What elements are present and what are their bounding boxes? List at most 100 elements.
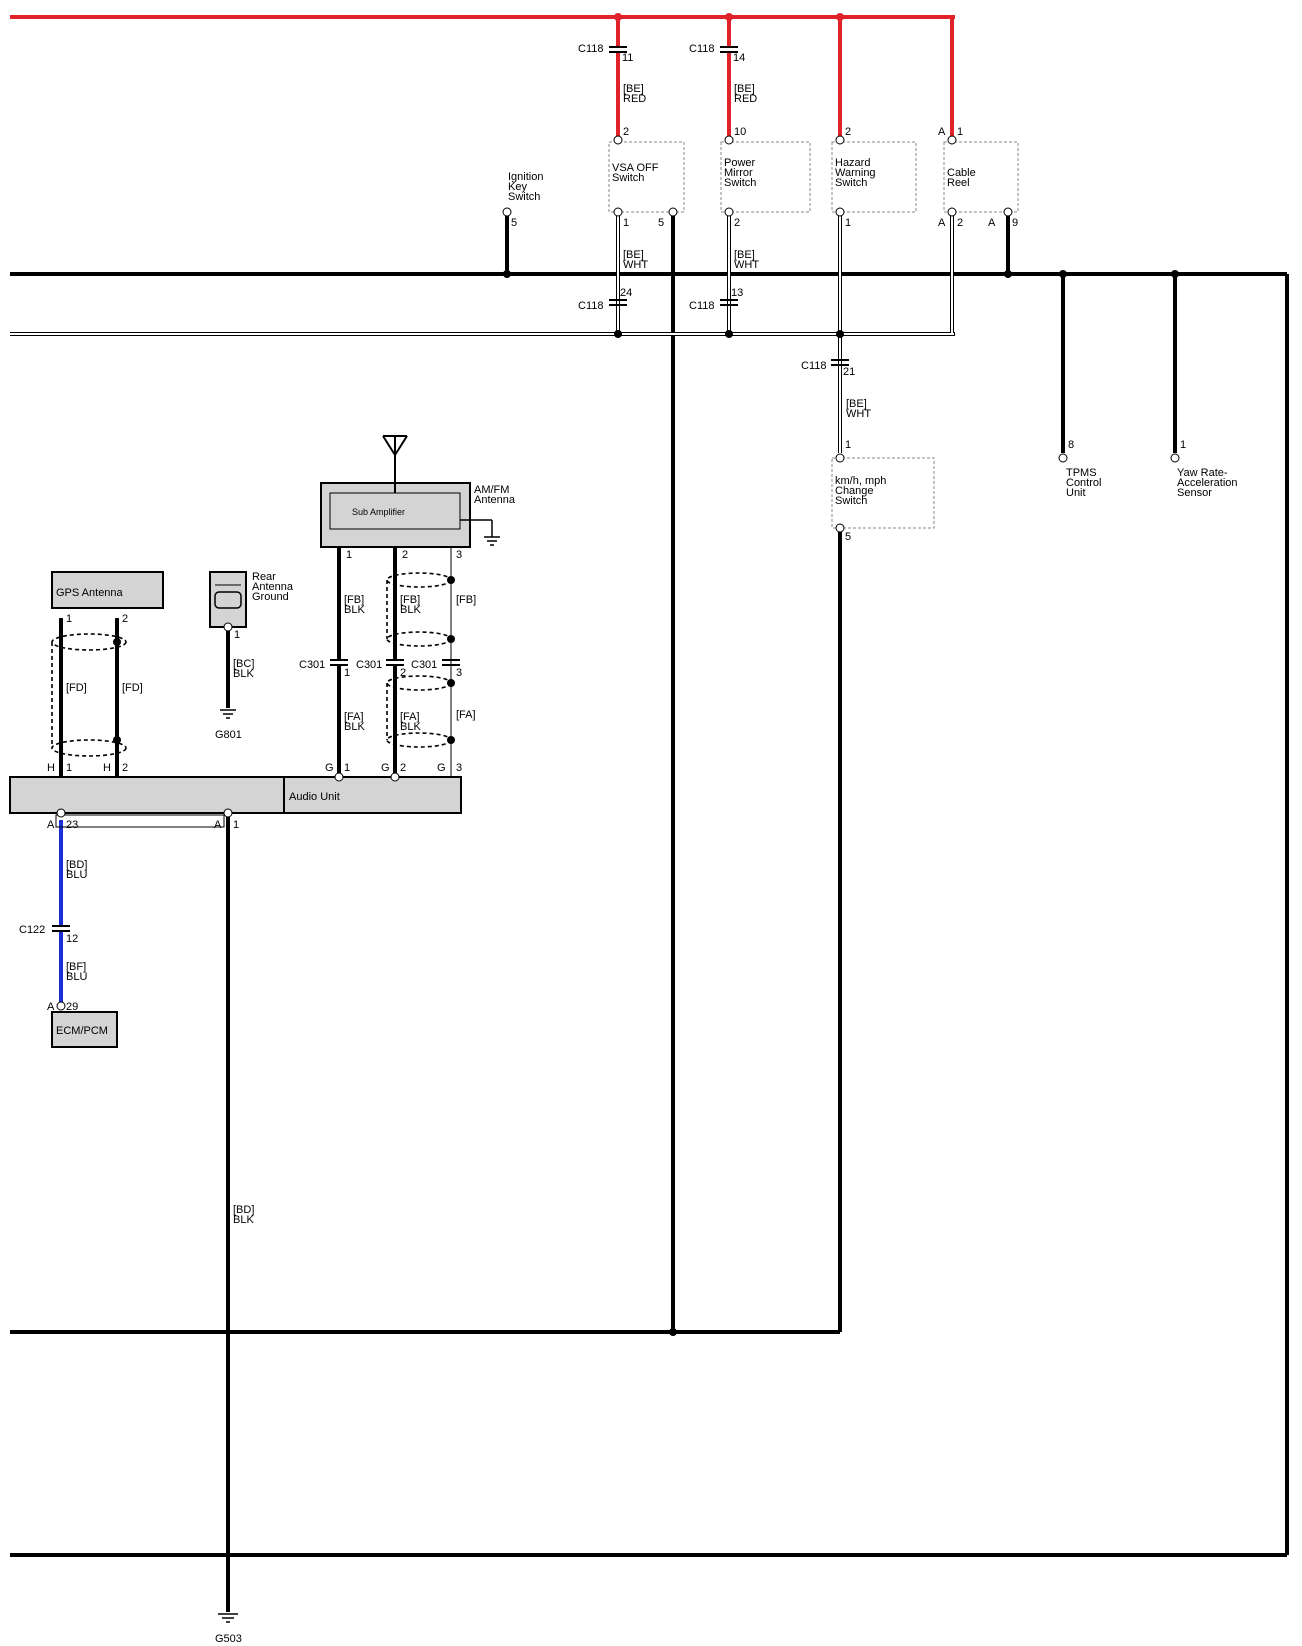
kmh-mph-change-switch	[831, 457, 935, 529]
c118-label: C118	[689, 43, 714, 55]
pin-label: G	[325, 762, 334, 774]
wire-be-wht: [BE]WHT	[623, 249, 648, 271]
pin-label: A	[47, 1001, 55, 1013]
ecm-pcm	[51, 1011, 118, 1048]
pin-label: 29	[66, 1001, 78, 1013]
antenna-icon	[382, 435, 408, 493]
audio-unit-label: Audio Unit	[289, 791, 340, 803]
pin-label: H	[103, 762, 111, 774]
connector-labels: C118 C118 C118 C118 C118 C301 C301 C301 …	[19, 43, 826, 936]
power-mirror-switch	[720, 141, 811, 213]
pin-label: G	[381, 762, 390, 774]
c118-label: C118	[578, 43, 603, 55]
red-bus-junctions	[614, 13, 844, 21]
pin-label: 1	[344, 667, 350, 679]
amfm-antenna	[320, 435, 500, 548]
terminal-circles	[56, 135, 1180, 1011]
pin-label: 1	[346, 549, 352, 561]
pin-label: 1	[344, 762, 350, 774]
pin-label: 5	[511, 217, 517, 229]
pin-label: A	[938, 217, 946, 229]
pin-label: 2	[734, 217, 740, 229]
pin-label: 2	[122, 762, 128, 774]
wire-fa-blk: [FA]BLK	[344, 711, 365, 733]
c118-label: C118	[801, 360, 826, 372]
pin-label: A	[47, 819, 55, 831]
pin-label: 1	[845, 439, 851, 451]
ecm-pcm-label: ECM/PCM	[56, 1025, 108, 1037]
black-bus-wires	[10, 212, 1289, 1612]
vsa-off-switch	[608, 141, 685, 213]
pin-label: 11	[622, 52, 633, 64]
wire-fb: [FB]	[456, 594, 476, 606]
pin-label: 1	[234, 629, 240, 641]
wire-fa: [FA]	[456, 709, 476, 721]
pin-label: 1	[66, 613, 72, 625]
wire-labels: [BE]RED [BE]RED [BE]WHT [BE]WHT [BE]WHT …	[66, 83, 871, 1226]
c118-connector-icon	[609, 46, 849, 366]
wire-fd: [FD]	[66, 682, 87, 694]
pin-label: 21	[843, 366, 855, 378]
c301-connector-icon	[330, 659, 460, 666]
gps-antenna	[51, 571, 164, 609]
shield-fd	[51, 633, 127, 757]
audio-unit	[9, 776, 462, 828]
pin-label: 9	[1012, 217, 1018, 229]
wire-be-red: [BE]RED	[734, 83, 757, 105]
white-wires	[10, 212, 955, 453]
rear-antenna-ground	[209, 571, 247, 628]
black-bus-junctions	[503, 270, 1179, 1336]
pin-label: A	[988, 217, 996, 229]
gps-antenna-label: GPS Antenna	[56, 587, 124, 599]
pin-label: 3	[456, 667, 462, 679]
wire-bc-blk: [BC]BLK	[233, 658, 254, 680]
wire-fb-blk: [FB]BLK	[344, 594, 365, 616]
ground-g801-icon	[220, 709, 236, 719]
shield-drain-dots	[113, 576, 455, 744]
c301-label: C301	[356, 659, 382, 671]
wire-be-wht: [BE]WHT	[846, 398, 871, 420]
wire-bd-blk: [BD]BLK	[233, 1204, 254, 1226]
pin-label: 2	[845, 126, 851, 138]
pin-label: 13	[731, 287, 743, 299]
audio-unit-terminal-a	[55, 814, 225, 828]
c301-label: C301	[411, 659, 437, 671]
pin-label: 2	[400, 667, 406, 679]
g503-label: G503	[215, 1633, 242, 1645]
pin-label: A	[938, 126, 946, 138]
pin-label: 1	[233, 819, 239, 831]
cable-reel	[943, 141, 1019, 213]
connector-marks	[52, 46, 849, 932]
switch-boxes	[608, 141, 1019, 529]
c118-label: C118	[689, 300, 714, 312]
pin-label: 1	[845, 217, 851, 229]
pin-label: 12	[66, 933, 78, 945]
pin-label: 1	[66, 762, 72, 774]
pin-label: 1	[623, 217, 629, 229]
pin-label: 24	[620, 287, 632, 299]
pin-label: 2	[623, 126, 629, 138]
pin-label: 2	[957, 217, 963, 229]
pin-label: 2	[400, 762, 406, 774]
c122-label: C122	[19, 924, 45, 936]
pin-label: A	[214, 819, 222, 831]
pin-label: H	[47, 762, 55, 774]
pin-label: 10	[734, 126, 746, 138]
c301-label: C301	[299, 659, 325, 671]
pin-label: 23	[66, 819, 78, 831]
pin-label: 2	[122, 613, 128, 625]
pin-label: 8	[1068, 439, 1074, 451]
pin-labels: 11 14 2 10 2 A 1 1 5 2 1 A 2 A 9 5 24 13…	[47, 52, 1186, 1013]
ground-icon	[460, 519, 500, 546]
hazard-warning-switch	[831, 141, 917, 213]
pin-label: 5	[658, 217, 664, 229]
